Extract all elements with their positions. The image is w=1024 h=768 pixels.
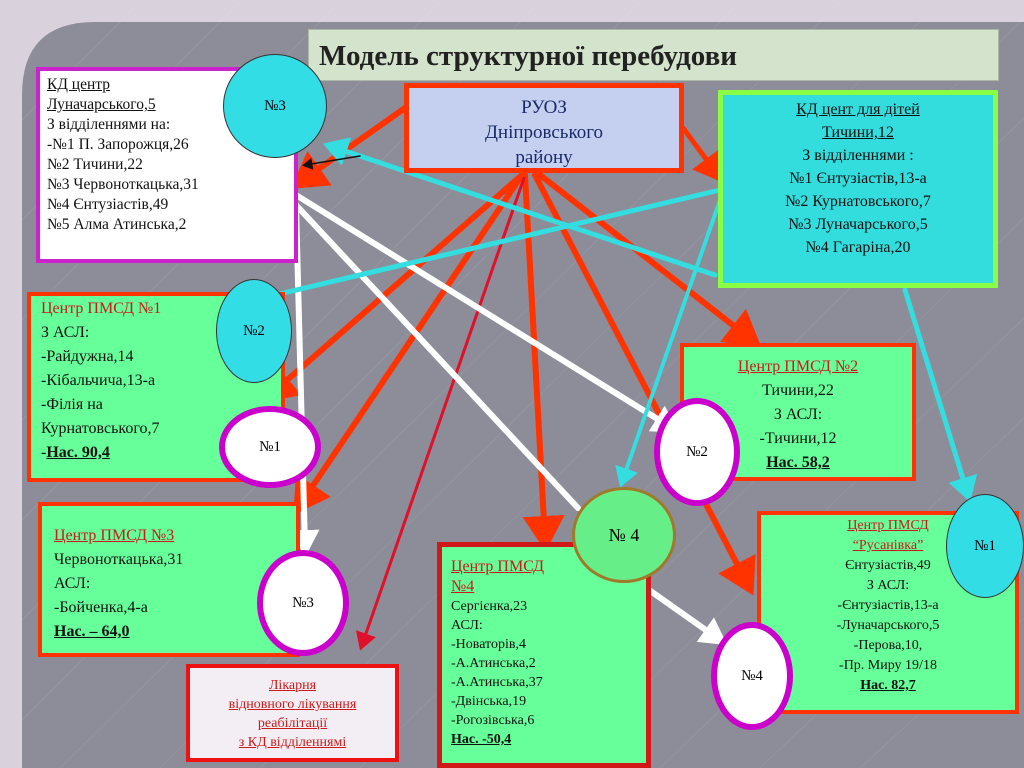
rusanivka-line-0: Центр ПМСД bbox=[847, 518, 929, 533]
pmsd4-line-7: -Двінська,19 bbox=[451, 694, 527, 709]
pmsd4-line-6: -А.Атинська,37 bbox=[451, 675, 543, 690]
kd-lunacharskogo-line-0: КД центр bbox=[47, 76, 110, 93]
circle-kd-3: №3 bbox=[223, 54, 327, 158]
kd-tychyny-line-6: №4 Гагаріна,20 bbox=[805, 239, 911, 256]
page-title: Модель структурної перебудови bbox=[319, 40, 737, 72]
kd-tychyny-line-1: Тичини,12 bbox=[822, 124, 894, 141]
kd-lunacharskogo-line-3: -№1 П. Запорожця,26 bbox=[47, 136, 189, 153]
kd-tychyny-line-3: №1 Єнтузіастів,13-а bbox=[789, 170, 927, 187]
kd-lunacharskogo-line-5: №3 Червоноткацька,31 bbox=[47, 176, 199, 193]
kd-tychyny-line-5: №3 Луначарського,5 bbox=[788, 216, 928, 233]
pmsd1-line-4: -Філія на bbox=[41, 396, 103, 413]
circle-pmsd-1: №1 bbox=[219, 406, 321, 488]
kd-tychyny-line-0: КД цент для дітей bbox=[796, 101, 920, 118]
rusanivka-line-7: -Пр. Миру 19/18 bbox=[839, 658, 937, 673]
kd-lunacharskogo-line-1: Луначарського,5 bbox=[47, 96, 156, 113]
pmsd3-population: Нас. – 64,0 bbox=[54, 623, 130, 640]
hospital-box: Лікарня відновного лікування реабілітаці… bbox=[186, 664, 399, 762]
kd-lunacharskogo-line-2: З відділеннями на: bbox=[47, 116, 171, 133]
hospital-line-0: Лікарня bbox=[268, 678, 317, 693]
rusanivka-line-3: З АСЛ: bbox=[866, 578, 910, 593]
pmsd3-box: Центр ПМСД №3 Червоноткацька,31 АСЛ: -Бо… bbox=[38, 502, 300, 657]
pmsd2-population: Нас. 58,2 bbox=[766, 454, 830, 471]
circle-pmsd-4: № 4 bbox=[572, 487, 676, 583]
circle-pmsd-3: №3 bbox=[257, 550, 349, 656]
pmsd1-line-5: Курнатовського,7 bbox=[41, 420, 160, 437]
pmsd3-line-2: АСЛ: bbox=[54, 575, 91, 592]
pmsd1-line-2: -Райдужна,14 bbox=[41, 348, 134, 365]
title-bar: Модель структурної перебудови bbox=[308, 29, 999, 81]
pmsd2-line-0: Центр ПМСД №2 bbox=[737, 358, 859, 375]
ruoz-line-1: Дніпровського bbox=[484, 122, 604, 143]
rusanivka-line-6: -Перова,10, bbox=[853, 638, 923, 653]
kd-lunacharskogo-line-7: №5 Алма Атинська,2 bbox=[47, 216, 187, 233]
pmsd4-population: Нас. -50,4 bbox=[451, 732, 512, 747]
pmsd4-line-8: -Рогозівська,6 bbox=[451, 713, 535, 728]
pmsd3-line-3: -Бойченка,4-а bbox=[54, 599, 148, 616]
ruoz-box: РУОЗ Дніпровського району bbox=[404, 83, 684, 173]
kd-tychyny-box: КД цент для дітей Тичини,12 З відділення… bbox=[718, 90, 998, 288]
pmsd4-line-0: Центр ПМСД bbox=[451, 558, 544, 575]
ruoz-line-2: району bbox=[515, 147, 573, 168]
pmsd1-line-3: -Кібальчича,13-а bbox=[41, 372, 156, 389]
kd-lunacharskogo-line-6: №4 Єнтузіастів,49 bbox=[47, 196, 169, 213]
pmsd4-line-2: Сергієнка,23 bbox=[451, 599, 528, 614]
rusanivka-population: Нас. 82,7 bbox=[860, 678, 916, 693]
pmsd1-line-0: Центр ПМСД №1 bbox=[41, 300, 162, 317]
rusanivka-line-2: Єнтузіастів,49 bbox=[845, 558, 931, 573]
pmsd2-line-3: -Тичини,12 bbox=[759, 430, 837, 447]
kd-tychyny-line-2: З відділеннями : bbox=[802, 147, 914, 164]
pmsd1-line-1: З АСЛ: bbox=[41, 324, 90, 341]
pmsd2-line-2: З АСЛ: bbox=[773, 406, 823, 423]
kd-lunacharskogo-line-4: №2 Тичини,22 bbox=[47, 156, 143, 173]
hospital-line-1: відновного лікування bbox=[228, 697, 357, 712]
rusanivka-line-1: “Русанівка” bbox=[852, 538, 924, 553]
circle-pmsd-2: №2 bbox=[654, 398, 740, 506]
pmsd4-line-5: -А.Атинська,2 bbox=[451, 656, 536, 671]
circle-pmsd-4b: №4 bbox=[711, 622, 793, 730]
rusanivka-line-5: -Луначарського,5 bbox=[836, 618, 940, 633]
hospital-line-3: з КД відділеннямі bbox=[238, 735, 347, 750]
pmsd3-line-1: Червоноткацька,31 bbox=[54, 551, 184, 568]
hospital-line-2: реабілітації bbox=[257, 716, 328, 731]
kd-tychyny-line-4: №2 Курнатовського,7 bbox=[785, 193, 931, 210]
ruoz-line-0: РУОЗ bbox=[521, 97, 567, 118]
pmsd3-line-0: Центр ПМСД №3 bbox=[54, 527, 175, 544]
pmsd2-line-1: Тичини,22 bbox=[762, 382, 834, 399]
pmsd4-line-1: №4 bbox=[451, 578, 475, 595]
rusanivka-line-4: -Єнтузіастів,13-а bbox=[837, 598, 939, 613]
circle-rusanivka-1: №1 bbox=[946, 494, 1024, 598]
pmsd4-line-4: -Новаторів,4 bbox=[451, 637, 526, 652]
pmsd4-line-3: АСЛ: bbox=[451, 618, 483, 633]
pmsd1-population: -Нас. 90,4 bbox=[41, 444, 110, 461]
circle-kd-2: №2 bbox=[216, 279, 292, 383]
